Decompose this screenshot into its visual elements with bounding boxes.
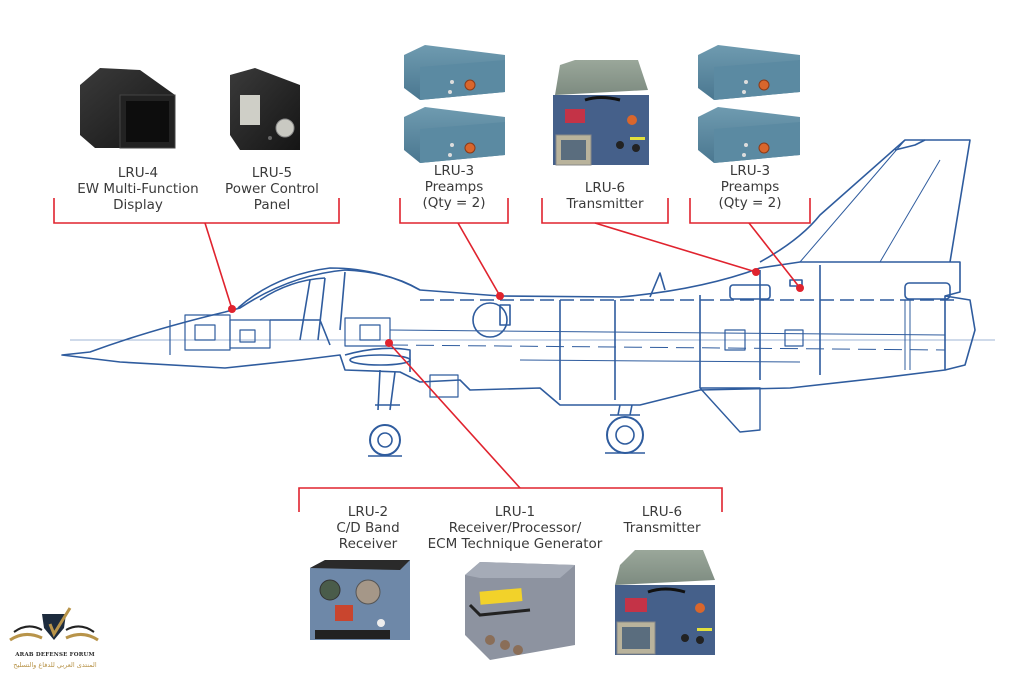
display-unit-icon: [80, 68, 176, 149]
bracket-lru-6-top: [541, 198, 669, 224]
logo-name-ar: المنتدى العربي للدفاع والتسليح: [13, 661, 97, 669]
lru-id: LRU-6: [641, 504, 683, 520]
lru-name: C/D Band: [336, 520, 400, 536]
bracket-lru-3-left: [399, 198, 509, 224]
bracket-bottom: [298, 487, 723, 512]
label-lru-3-right: LRU-3 Preamps (Qty = 2): [700, 163, 800, 211]
lru-name: Preamps: [720, 179, 780, 195]
control-panel-icon: [230, 68, 300, 150]
callout-dot-lru-3-right: [796, 284, 804, 292]
watermark-logo: ARAB DEFENSE FORUM المنتدى العربي للدفاع…: [6, 608, 104, 674]
callout-dots: [228, 268, 804, 347]
lru-id: LRU-5: [251, 165, 293, 181]
lru-qty: (Qty = 2): [718, 195, 782, 211]
callout-dot-lru-6-top: [752, 268, 760, 276]
receiver-unit-icon: [310, 560, 410, 640]
leader-lru-3-right: [748, 222, 801, 289]
lru-name: EW Multi-Function: [77, 181, 199, 197]
lru-id: LRU-3: [729, 163, 771, 179]
preamp-unit-icon: [404, 45, 505, 100]
lru-name: Display: [113, 197, 163, 213]
lru-qty: (Qty = 2): [422, 195, 486, 211]
lru-name: Panel: [253, 197, 291, 213]
lru-name: Power Control: [225, 181, 319, 197]
label-lru-4: LRU-4 EW Multi-Function Display: [65, 165, 211, 213]
callout-dot-lru-4-5: [228, 305, 236, 313]
lru-name: Preamps: [424, 179, 484, 195]
label-lru-5: LRU-5 Power Control Panel: [212, 165, 332, 213]
label-lru-3-left: LRU-3 Preamps (Qty = 2): [404, 163, 504, 211]
label-lru-6-bottom: LRU-6 Transmitter: [612, 504, 712, 536]
lru-id: LRU-4: [117, 165, 159, 181]
lru-id: LRU-2: [347, 504, 389, 520]
lru-name: Transmitter: [623, 520, 701, 536]
label-lru-1: LRU-1 Receiver/Processor/ ECM Technique …: [420, 504, 610, 552]
leader-bottom: [388, 342, 521, 489]
transmitter-unit-icon: [553, 60, 649, 166]
lru-id: LRU-1: [494, 504, 536, 520]
callout-lines: [53, 198, 811, 512]
lru-name: ECM Technique Generator: [427, 536, 603, 552]
preamp-unit-icon: [698, 45, 800, 100]
leader-lru-6-top: [594, 222, 757, 273]
leader-lru-4-5: [204, 222, 233, 310]
bracket-lru-4-5: [53, 198, 340, 224]
lru-name: Transmitter: [566, 196, 644, 212]
callout-dot-lru-3-left: [496, 292, 504, 300]
preamp-unit-icon: [698, 107, 800, 163]
logo-name-en: ARAB DEFENSE FORUM: [15, 652, 95, 658]
lru-name: Receiver/Processor/: [448, 520, 582, 536]
lru-id: LRU-6: [584, 180, 626, 196]
label-lru-2: LRU-2 C/D Band Receiver: [318, 504, 418, 552]
leader-lru-3-left: [457, 222, 501, 297]
lru-name: Receiver: [338, 536, 398, 552]
transmitter-unit-icon: [615, 550, 715, 655]
label-lru-6-top: LRU-6 Transmitter: [545, 180, 665, 212]
callout-dot-bottom: [385, 339, 393, 347]
aircraft-airframe: [61, 139, 995, 457]
logo-emblem-icon: [9, 607, 99, 642]
processor-unit-icon: [465, 562, 575, 660]
preamp-unit-icon: [404, 107, 505, 163]
lru-id: LRU-3: [433, 163, 475, 179]
